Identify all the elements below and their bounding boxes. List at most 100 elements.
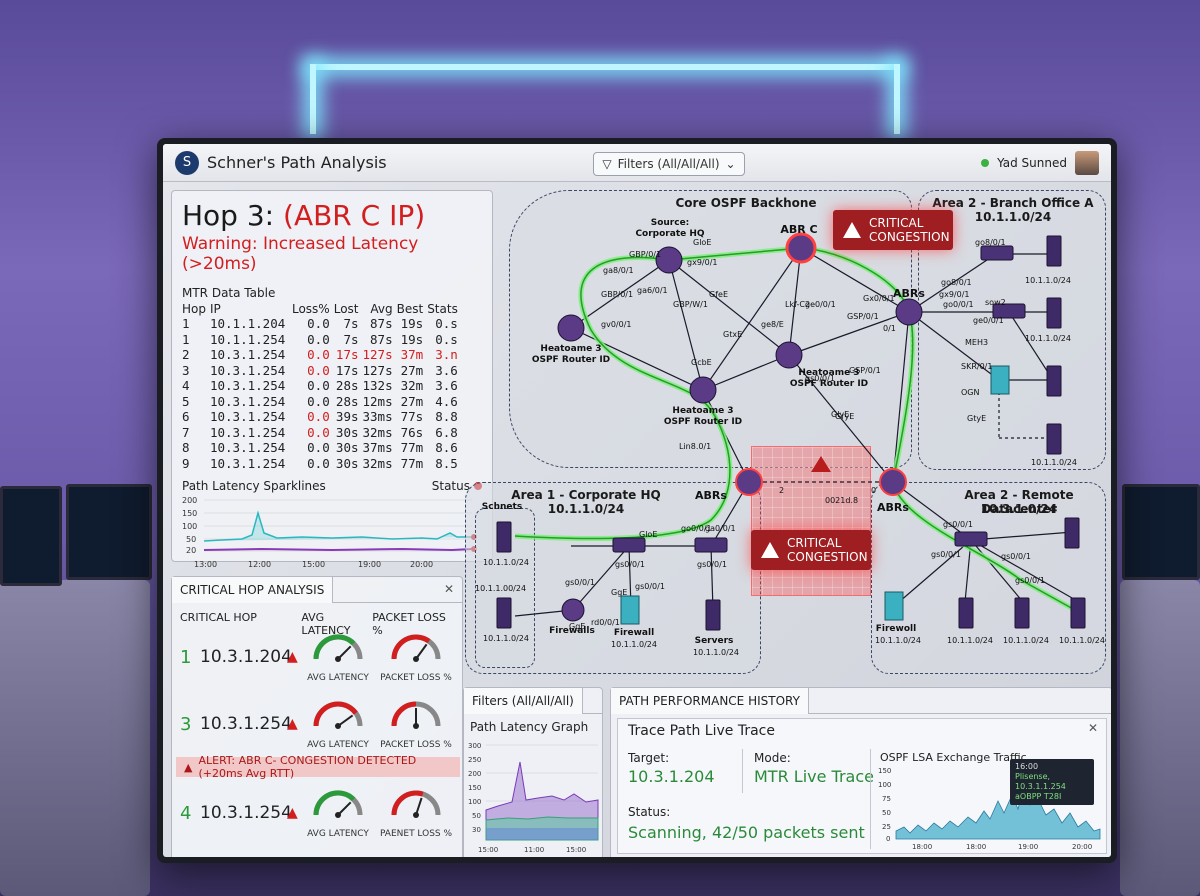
alert-icon: ▲ [184,760,193,774]
mtr-cell-best: 27m [400,393,424,409]
monitor: S Schner's Path Analysis ▽ Filters (All/… [157,138,1117,863]
graph-y-tick: 50 [472,812,481,820]
link-port-label: GryE [835,412,855,421]
critical-hop-index: 3 [180,714,192,735]
mtr-cell-stats: 4.6 [435,393,458,409]
latency-graph-panel: Filters (All/All/All) Path Latency Graph… [463,687,603,857]
spark-x-tick: 15:00 [302,560,325,569]
mtr-cell-stats: 8.5 [435,455,458,471]
server-icon [1070,597,1086,629]
tab-filters[interactable]: Filters (All/All/All) [464,688,583,714]
sparkline-chart: 200 150 100 50 20 13:00 12:00 15:00 19:0… [182,496,477,569]
latency-graph: 300 250 200 150 100 50 30 15:00 11:00 15… [468,742,599,854]
mtr-col-best[interactable]: Best [396,302,424,316]
tooltip-line2: aOBPP T28I [1015,792,1062,801]
switch-nodes [612,245,1026,553]
mtr-cell-loss: 0.0 [307,393,330,409]
lsa-y-tick: 150 [878,767,891,775]
link-port-label: SKR/0/1 [961,362,993,371]
network-topology: Core OSPF Backhone Area 2 - Branch Offic… [461,190,1111,680]
router-nodes [557,232,923,496]
left-side-screen-2 [66,484,152,580]
tab-critical-hop-analysis[interactable]: CRITICAL HOP ANALYSIS [172,577,334,603]
mtr-cell-best: 37m [400,347,424,362]
mtr-cell-loss: 0.0 [307,316,330,331]
latency-gauge [310,698,366,750]
spark-x-tick: 12:00 [248,560,271,569]
left-side-screen [0,486,62,586]
mtr-cell-lost: 28s [335,378,359,393]
mtr-cell-avg: 87s [370,331,393,347]
loss-gauge [388,698,444,750]
link-port-label: GtxE [723,330,743,339]
mtr-cell-ip: 10.3.1.254 [209,362,286,378]
firewall-icon [620,595,640,625]
mtr-cell-best: 77m [400,455,424,471]
close-icon[interactable]: ✕ [443,582,454,596]
router-id-label: Heatoame 3 OSPF Router ID [531,344,611,365]
chevron-down-icon: ⌄ [725,157,736,171]
tab-path-performance-history[interactable]: PATH PERFORMANCE HISTORY [611,688,809,714]
avatar[interactable] [1075,151,1099,175]
graph-x-tick: 15:00 [478,846,498,854]
ceiling-light-bar [310,64,900,70]
mtr-cell-hop: 4 [182,378,190,393]
lsa-y-tick: 100 [878,781,891,789]
mtr-cell-loss: 0.0 [307,378,330,393]
mtr-col-ip[interactable]: IP [209,302,221,316]
critical-hop-panel: CRITICAL HOP ANALYSIS ✕ CRITICAL HOP AVG… [171,576,463,857]
mtr-col-stats[interactable]: Stats [427,302,458,316]
server-icon [1046,297,1062,329]
filter-icon: ▽ [602,157,612,171]
graph-y-tick: 30 [472,826,481,834]
lsa-y-tick: 25 [882,823,891,831]
mtr-col-lost[interactable]: Lost [333,302,359,316]
path-performance-panel: PATH PERFORMANCE HISTORY Trace Path Live… [610,687,1111,857]
mtr-col-avg[interactable]: Avg [370,302,393,316]
mtr-cell-lost: 28s [335,393,359,409]
user-menu[interactable]: Yad Sunned [981,151,1099,175]
mtr-cell-best: 19s [400,316,424,331]
mtr-cell-avg: 127s [362,362,393,378]
filters-dropdown[interactable]: ▽ Filters (All/All/All) ⌄ [593,152,745,176]
link-port-label: OGN [961,388,980,397]
close-icon[interactable]: ✕ [1087,721,1098,735]
link-port-label: gs0/0/1 [931,550,961,559]
area2r-net: 10.3.1.0/24 [980,502,1058,516]
graph-area-blue [486,828,598,840]
mtr-col-loss[interactable]: Loss% [291,302,330,316]
warning-icon [843,222,861,238]
mtr-cell-lost: 7s [343,331,359,347]
mtr-cell-hop: 5 [182,393,190,409]
sparkline-header: Path Latency Sparklines Status [182,479,482,493]
dc-fw-net-label: 10.1.1.0/24 [875,636,921,645]
link-port-label: GloE [693,238,712,247]
area2a-title: Area 2 - Branch Office A [932,196,1094,210]
mtr-col-hop[interactable]: Hop [182,302,206,316]
mtr-cell-loss: 0.0 [307,440,330,455]
mtr-cell-ip: 10.1.1.204 [209,316,286,331]
router-icon [775,341,803,369]
warning-icon: ▲ [287,716,298,732]
mtr-cell-best: 76s [400,424,424,440]
mtr-cell-lost: 17s [335,347,359,362]
mtr-table-title: MTR Data Table [182,286,276,300]
mtr-cell-ip: 10.3.1.254 [209,409,286,424]
latency-gauge-label: AVG LATENCY [307,829,369,839]
link-port-label: gs0/0/1 [565,578,595,587]
net-label: 10.1.1.00/24 [475,584,527,593]
